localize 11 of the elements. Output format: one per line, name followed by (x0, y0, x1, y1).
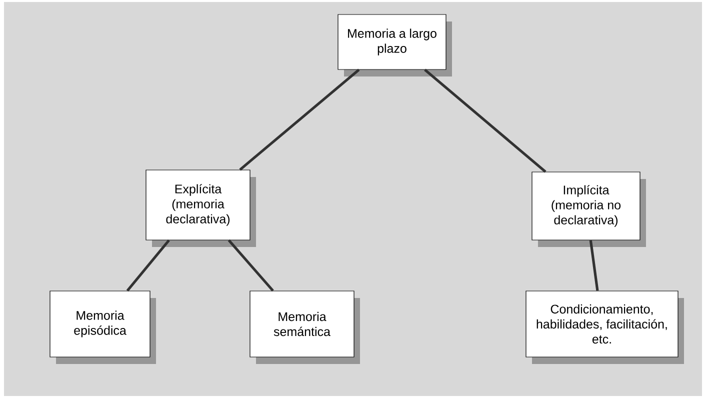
connector-line (126, 239, 170, 292)
connector-line (239, 68, 360, 171)
connector-line (424, 68, 546, 173)
box: Implícita (memoria no declarativa) (532, 172, 646, 247)
connector-line (228, 239, 274, 292)
connector-line (589, 240, 599, 291)
box: Memoria semántica (250, 290, 360, 364)
box: Explícita (memoria declarativa) (146, 170, 256, 247)
box: Memoria episódica (50, 290, 156, 364)
box: Memoria a largo plazo (338, 14, 452, 76)
box: Condicionamiento, habilidades, facilitación, etc. (526, 290, 684, 364)
